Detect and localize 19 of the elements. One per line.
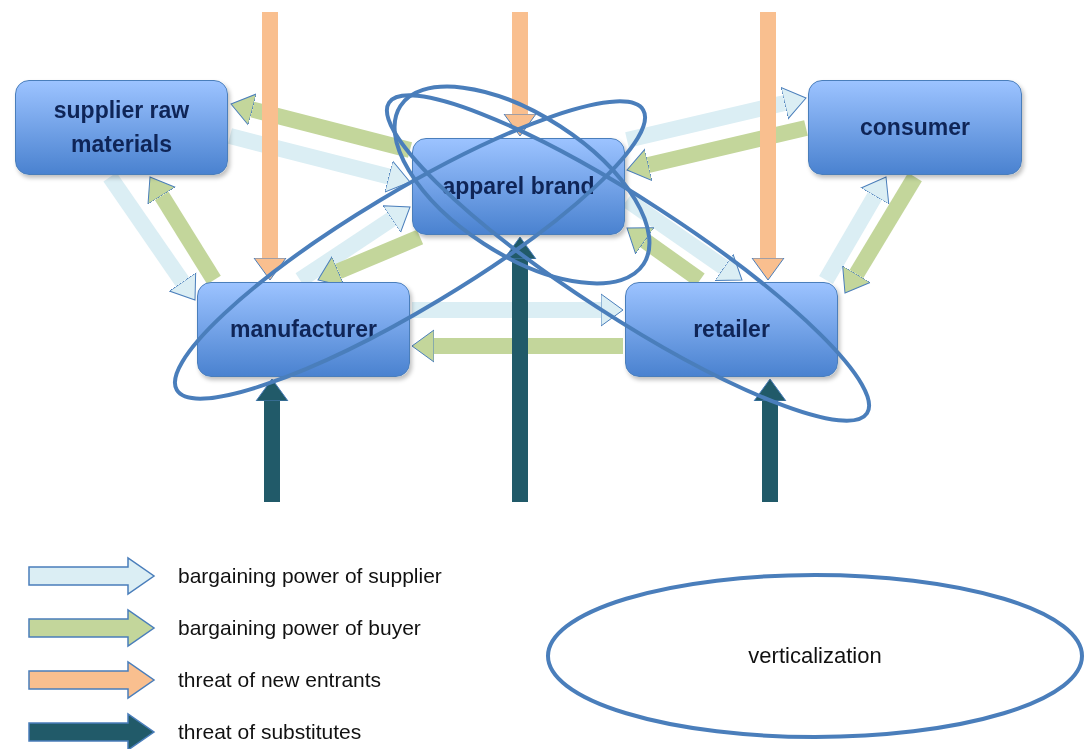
block-arrow bbox=[753, 378, 787, 502]
block-arrow bbox=[147, 176, 221, 285]
block-arrow bbox=[230, 93, 412, 158]
legend-label: bargaining power of supplier bbox=[178, 564, 442, 588]
entity-box: retailer bbox=[625, 282, 838, 377]
legend-label: verticalization bbox=[748, 643, 882, 669]
entity-box: consumer bbox=[808, 80, 1022, 175]
entity-box: supplier raw materials bbox=[15, 80, 228, 175]
legend-label: threat of new entrants bbox=[178, 668, 382, 692]
block-arrow bbox=[411, 329, 623, 363]
block-arrow bbox=[751, 12, 785, 281]
legend-label: threat of substitutes bbox=[178, 720, 362, 744]
block-arrow bbox=[255, 378, 289, 502]
legend-label: bargaining power of buyer bbox=[178, 616, 421, 640]
entity-box: manufacturer bbox=[197, 282, 410, 377]
block-arrow bbox=[625, 86, 807, 148]
block-arrow bbox=[503, 12, 537, 137]
block-arrow bbox=[819, 176, 890, 284]
block-arrow bbox=[253, 12, 287, 281]
